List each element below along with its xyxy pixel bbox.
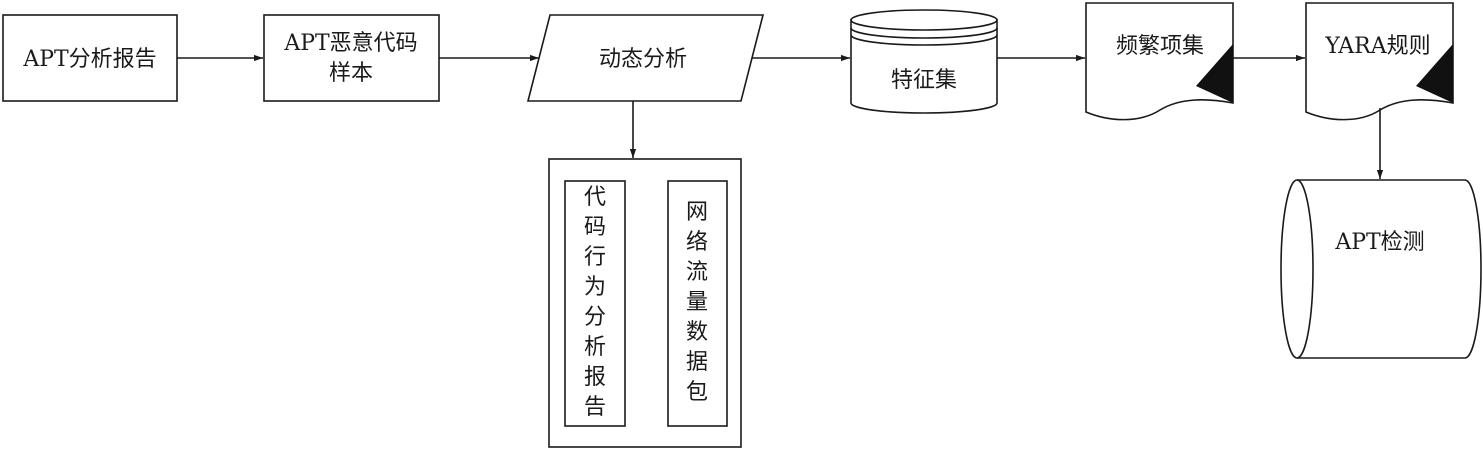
node-feature-set-label: 特征集 <box>891 68 957 93</box>
code-behavior-char: 代 <box>584 185 606 210</box>
network-packets-char: 包 <box>686 380 708 405</box>
node-apt-detection: APT检测 <box>1280 179 1482 359</box>
network-packets-char: 网 <box>686 200 708 225</box>
network-packets-char: 流 <box>686 260 708 285</box>
code-behavior-char: 分 <box>584 305 606 330</box>
node-frequent-itemsets-label: 频繁项集 <box>1116 34 1204 59</box>
code-behavior-char: 码 <box>584 215 606 240</box>
network-packets-char: 量 <box>686 290 708 315</box>
code-behavior-char: 行 <box>584 245 606 270</box>
network-packets-char: 络 <box>686 230 708 255</box>
node-apt-report-label: APT分析报告 <box>22 47 156 72</box>
node-feature-set: 特征集 <box>850 9 998 114</box>
node-code-behavior-report: 代 码 行 为 分 析 报 告 <box>564 180 626 427</box>
node-frequent-itemsets: 频繁项集 <box>1085 2 1234 121</box>
node-apt-detection-label: APT检测 <box>1334 230 1424 255</box>
network-packets-char: 数 <box>686 320 708 345</box>
code-behavior-char: 告 <box>584 395 606 420</box>
node-yara-rules: YARA规则 <box>1305 2 1454 121</box>
code-behavior-char: 析 <box>584 335 606 360</box>
node-apt-sample-label-line1: APT恶意代码 <box>283 31 417 56</box>
node-apt-report: APT分析报告 <box>2 14 178 102</box>
node-apt-sample-label-line2: 样本 <box>329 61 373 86</box>
node-yara-rules-label: YARA规则 <box>1324 34 1430 59</box>
node-dynamic-analysis: 动态分析 <box>526 14 765 102</box>
node-dynamic-analysis-label: 动态分析 <box>599 47 687 72</box>
node-apt-sample: APT恶意代码 样本 <box>263 14 440 102</box>
fold-corner-icon <box>1196 44 1233 103</box>
network-packets-char: 据 <box>686 350 708 375</box>
node-network-packets: 网 络 流 量 数 据 包 <box>667 180 728 427</box>
code-behavior-char: 为 <box>584 275 606 300</box>
fold-corner-icon <box>1416 44 1453 103</box>
code-behavior-char: 报 <box>584 365 606 390</box>
